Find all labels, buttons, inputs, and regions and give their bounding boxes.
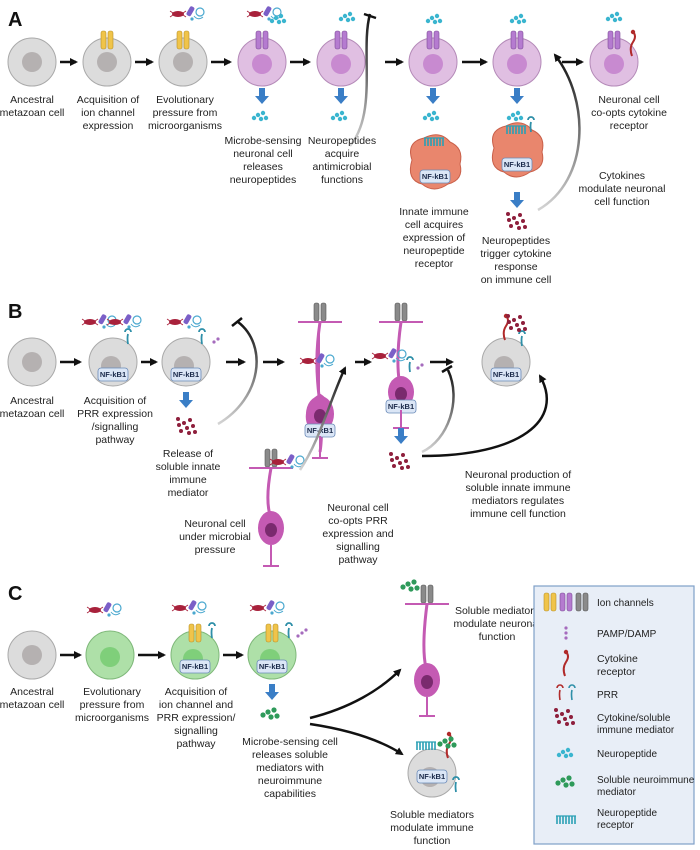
a-ion-cell — [82, 30, 132, 87]
svg-text:NF-kB1: NF-kB1 — [100, 370, 126, 379]
c-release-arrow — [265, 684, 279, 700]
b-neuron-1: NF-kB1 — [298, 302, 342, 459]
microbe-icon — [169, 5, 205, 22]
b-immune-target-cell: NF-kB1 — [481, 312, 531, 387]
svg-text:NF-kB1: NF-kB1 — [388, 402, 414, 411]
a-ancestral-cell — [7, 37, 57, 87]
cytokine-dots-icon — [506, 212, 527, 230]
svg-text:NF-kB1: NF-kB1 — [422, 172, 448, 181]
a-feedback-arrow — [349, 13, 372, 147]
a-responding-immune-cell: NF-kB1 — [491, 116, 544, 178]
b-neuron-pressure — [249, 448, 305, 567]
c-immune-arrow — [309, 722, 404, 756]
svg-text:NF-kB1: NF-kB1 — [182, 662, 208, 671]
legend-prr-label: PRR — [597, 690, 618, 701]
panel-c-label: C — [8, 583, 22, 605]
b-coopts-arrow — [298, 366, 347, 471]
b-feedback-arrow — [217, 321, 258, 426]
a-antimicrobial-cell — [316, 11, 366, 87]
b-release-cell: NF-kB1 — [161, 313, 220, 387]
svg-text:NF-kB1: NF-kB1 — [173, 370, 199, 379]
a-innate-immune-cell: NF-kB1 — [409, 134, 462, 190]
c-target-neuron — [400, 579, 449, 717]
a-np-receptor-cell — [408, 13, 458, 87]
b-regulate-arrow-1 — [421, 369, 455, 454]
c-target-immune-cell: NF-kB1 — [407, 730, 460, 798]
panel-b-label: B — [8, 301, 22, 323]
svg-text:NF-kB1: NF-kB1 — [419, 772, 445, 781]
c-evo-cell — [85, 601, 135, 680]
c-neuronal-arrow — [309, 668, 402, 720]
legend-pamp-icon — [564, 626, 568, 640]
a-cytokine-arrow — [537, 53, 581, 212]
legend-prr-icon — [556, 684, 576, 701]
a-microbe-sensing-cell — [237, 5, 287, 87]
a-evo-cell — [158, 5, 208, 87]
b-release-arrows — [179, 392, 408, 444]
b-regulate-arrow-2 — [421, 374, 548, 458]
c-ancestral-cell — [7, 630, 57, 680]
panel-a-label: A — [8, 9, 22, 31]
svg-text:NF-kB1: NF-kB1 — [504, 160, 530, 169]
svg-text:NF-kB1: NF-kB1 — [259, 662, 285, 671]
b-ancestral-cell — [7, 337, 57, 387]
c-acq-cell: NF-kB1 — [170, 599, 220, 680]
legend-ion-label: Ion channels — [597, 598, 654, 609]
c-microbe-sensing-cell: NF-kB1 — [247, 599, 308, 680]
neuroimmune-dots-icon — [260, 707, 280, 720]
svg-text:NF-kB1: NF-kB1 — [493, 370, 519, 379]
a-cytokine-response-cell — [492, 13, 542, 87]
b-neuron-2: NF-kB1 — [371, 302, 424, 429]
b-prr-cell: NF-kB1 — [81, 313, 142, 387]
legend-pamp-label: PAMP/DAMP — [597, 629, 657, 640]
legend-neuropeptide-label: Neuropeptide — [597, 749, 657, 760]
a-coopts-cell — [589, 11, 639, 87]
a-release-arrows — [255, 88, 524, 208]
